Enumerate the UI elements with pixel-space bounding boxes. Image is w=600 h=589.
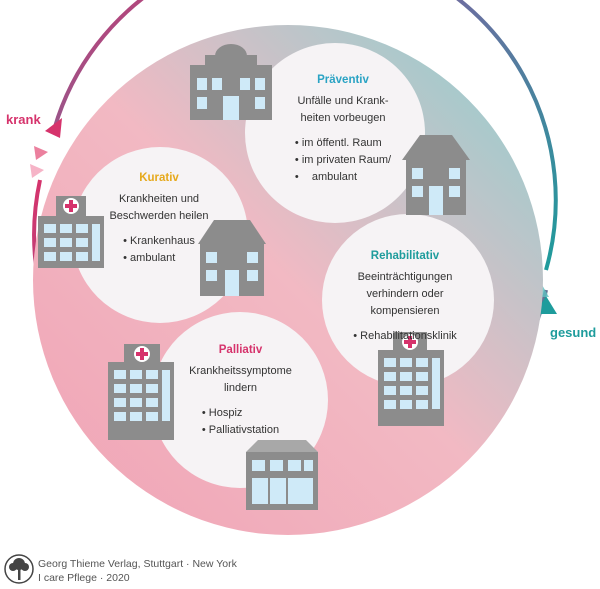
description-line: Beeinträchtigungen [357,271,453,283]
label-gesund: gesund [550,325,597,340]
section-title-palliativ: Palliativ [218,344,263,356]
section-palliativ: Palliativ Krankheitssymptome lindern Hos… [178,342,303,439]
list-item: im öffentl. Raum [295,135,391,152]
list-item: Rehabilitationsklinik [353,328,457,345]
description-line: Krankheiten und [118,193,200,205]
description-line: Unfälle und Krank- [297,95,389,107]
krank-triangle-icon-1 [34,146,48,160]
list-item: ambulant [123,250,195,267]
section-title-kurativ: Kurativ [139,172,179,184]
description-line: kompensieren [370,305,440,317]
list-item-continuation: ambulant [295,169,391,186]
house-icon-praeventiv [402,135,470,215]
list-item: im privaten Raum/ [295,152,391,169]
description-line: heiten vorbeugen [300,112,386,124]
list-item: Hospiz [202,405,279,422]
bullet-list: Hospiz Palliativstation [202,405,279,439]
section-title-praeventiv: Präventiv [317,74,369,86]
publisher-credit: Georg Thieme Verlag, Stuttgart · New Yor… [38,557,237,585]
credit-line-1: Georg Thieme Verlag, Stuttgart · New Yor… [38,558,237,570]
credit-line-2: I care Pflege · 2020 [38,572,130,584]
hospice-icon [246,440,318,510]
bullet-list: im öffentl. Raum im privaten Raum/ ambul… [295,135,391,186]
description-line: Krankheitssymptome [189,365,292,377]
list-item-text: ambulant [311,171,358,183]
krank-triangle-icon-2 [30,164,44,178]
description-line: lindern [223,382,258,394]
label-krank: krank [6,112,41,127]
house-icon-kurativ [198,220,266,296]
description-line: verhindern oder [366,288,444,300]
bullet-list: Krankenhaus ambulant [123,233,195,267]
list-item: Krankenhaus [123,233,195,250]
hospital-icon-palliativ [108,344,174,440]
description-line: Beschwerden heilen [109,210,209,222]
bullet-list: Rehabilitationsklinik [353,328,457,345]
publisher-logo-icon [4,554,34,584]
section-rehabilitativ: Rehabilitativ Beeinträchtigungen verhind… [340,248,470,345]
town-hall-icon [190,44,272,120]
section-title-rehabilitativ: Rehabilitativ [370,250,440,262]
section-praeventiv: Präventiv Unfälle und Krank- heiten vorb… [283,72,403,186]
krank-arrowhead-icon [45,118,62,138]
hospital-icon-kurativ [38,196,104,268]
outer-cycle-arrow-upper [52,0,558,271]
list-item: Palliativstation [202,422,279,439]
section-kurativ: Kurativ Krankheiten und Beschwerden heil… [98,170,220,267]
